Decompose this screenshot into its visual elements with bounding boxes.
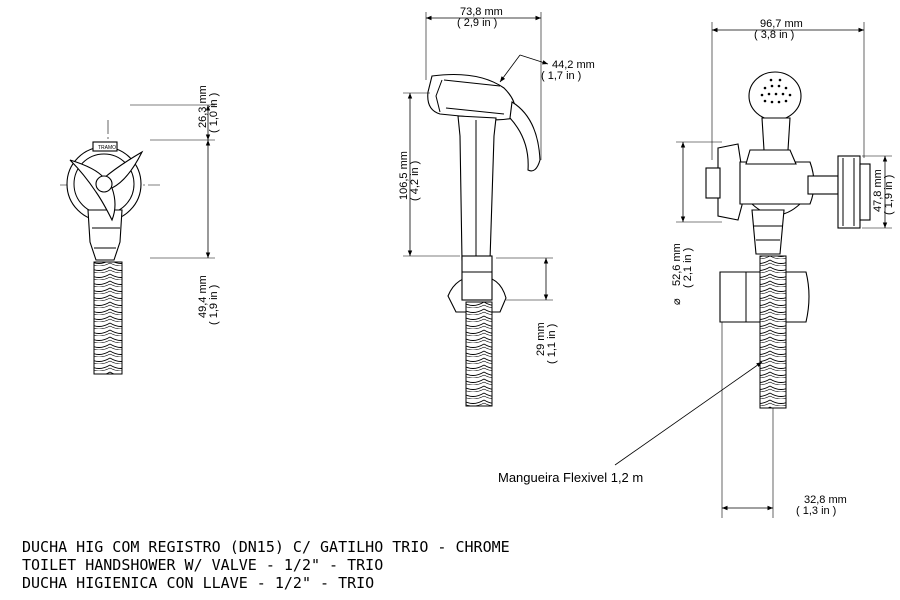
dim-left-top-in: ( 1,0 in ) [208, 93, 220, 133]
dim-right-dia-in: ( 2,1 in ) [682, 248, 694, 288]
dim-left-bottom-in: ( 1,9 in ) [208, 285, 220, 325]
middle-view-handshower [427, 73, 541, 407]
dim-mid-head-mm: 44,2 mm [552, 59, 595, 71]
hose-callout-label: Mangueira Flexivel 1,2 m [498, 470, 643, 485]
dim-left-top-mm: 26,3 mm [197, 85, 209, 128]
dim-right-bottom-mm: 32,8 mm [804, 494, 847, 506]
hose-callout: Mangueira Flexivel 1,2 m [498, 361, 763, 485]
middle-dimensions: 73,8 mm ( 2,9 in ) 44,2 mm ( 1,7 in ) 10… [398, 6, 595, 364]
dim-mid-head-in: ( 1,7 in ) [541, 70, 581, 82]
dim-left-bottom-mm: 49,4 mm [197, 275, 209, 318]
dim-mid-width-mm: 73,8 mm [460, 6, 503, 18]
dim-mid-holder-in: ( 1,1 in ) [546, 324, 558, 364]
title-block: DUCHA HIG COM REGISTRO (DN15) C/ GATILHO… [22, 538, 510, 592]
title-line-en: TOILET HANDSHOWER W/ VALVE - 1/2" - TRIO [22, 556, 383, 574]
title-line-pt: DUCHA HIG COM REGISTRO (DN15) C/ GATILHO… [22, 538, 510, 556]
dim-right-dia-symbol: ⌀ [671, 298, 683, 305]
left-dimensions: 26,3 mm ( 1,0 in ) 49,4 mm ( 1,9 in ) [130, 85, 220, 325]
right-view-valve-side [705, 71, 871, 409]
title-line-es: DUCHA HIGIENICA CON LLAVE - 1/2" - TRIO [22, 574, 374, 592]
right-dimensions: 96,7 mm ( 3,8 in ) 47,8 mm ( 1,9 in ) ⌀ … [671, 18, 895, 518]
dim-mid-width-in: ( 2,9 in ) [457, 17, 497, 29]
dim-right-valve-mm: 47,8 mm [872, 169, 884, 212]
left-view-valve-front: TRAMO [60, 120, 160, 375]
dim-mid-height-in: ( 4,2 in ) [409, 161, 421, 201]
brand-mark: TRAMO [98, 145, 116, 151]
dim-right-width-in: ( 3,8 in ) [754, 29, 794, 41]
dim-mid-height-mm: 106,5 mm [398, 151, 410, 200]
dim-right-bottom-in: ( 1,3 in ) [796, 505, 836, 517]
dim-right-dia-mm: 52,6 mm [671, 243, 683, 286]
dim-right-width-mm: 96,7 mm [760, 18, 803, 30]
dim-mid-holder-mm: 29 mm [535, 322, 547, 356]
dim-right-valve-in: ( 1,9 in ) [883, 175, 895, 215]
